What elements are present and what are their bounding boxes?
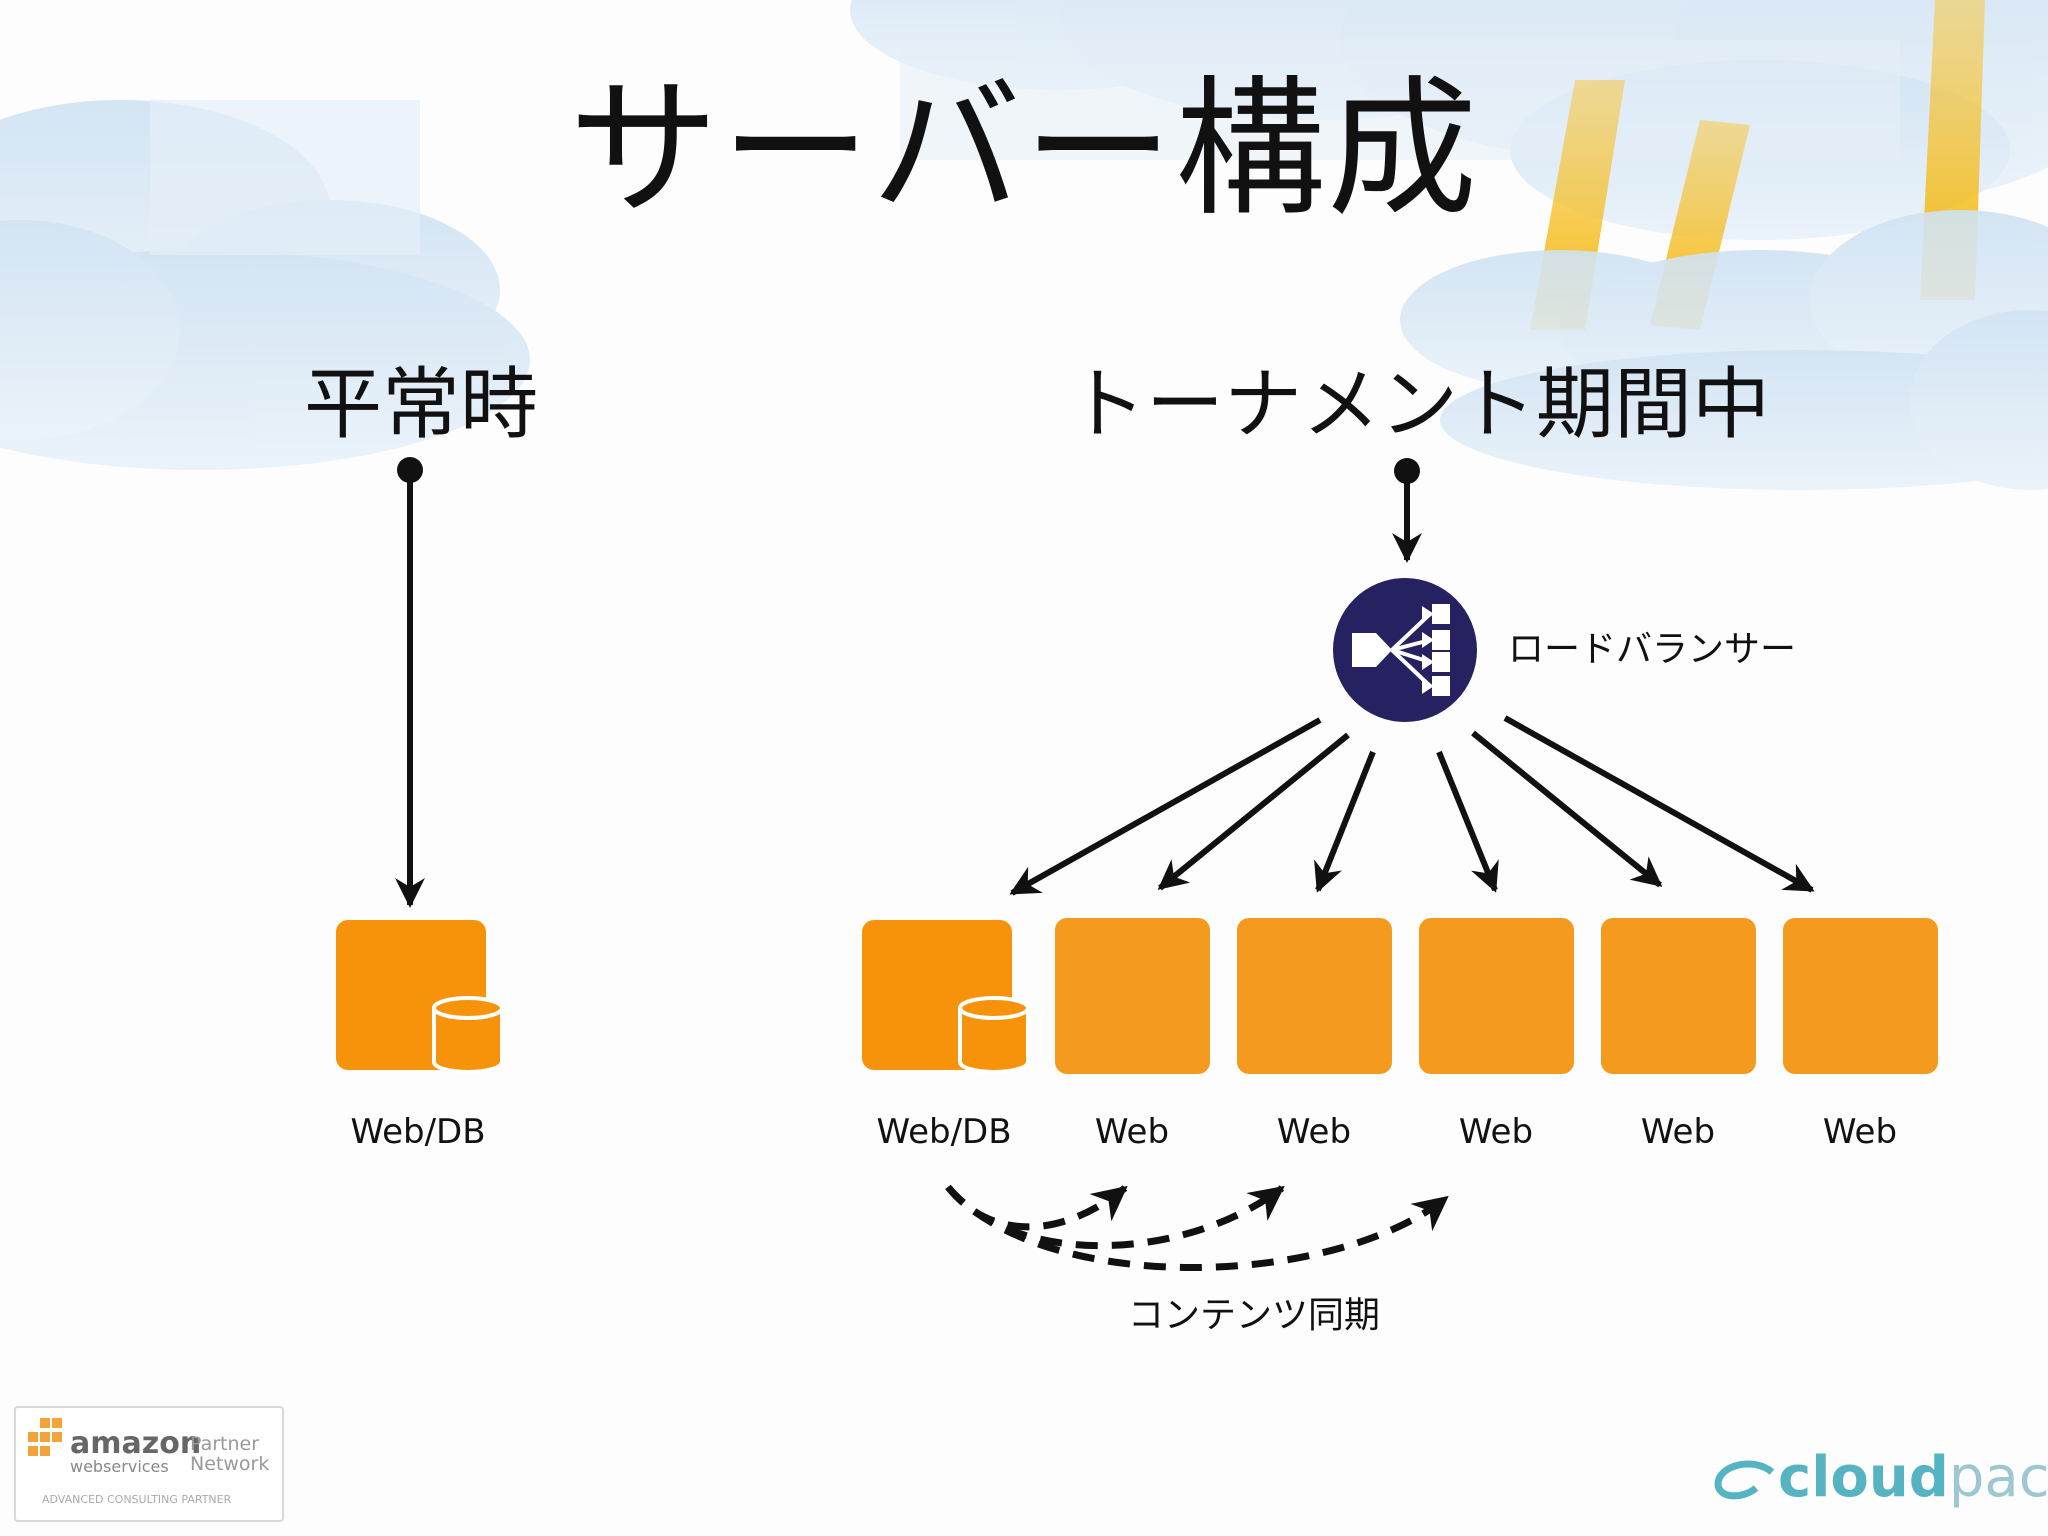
aws-partner-text: Partner Network bbox=[190, 1433, 270, 1475]
cloudpack-swirl-icon bbox=[1714, 1460, 1775, 1500]
web-server-5 bbox=[1783, 918, 1938, 1074]
content-sync-label: コンテンツ同期 bbox=[1128, 1295, 1381, 1336]
database-icon bbox=[958, 996, 1030, 1074]
load-balancer-label: ロードバランサー bbox=[1508, 629, 1797, 670]
server-label-web-1: Web bbox=[1094, 1112, 1170, 1152]
web-server-2 bbox=[1237, 918, 1392, 1074]
lb-arrow-6 bbox=[1503, 715, 1815, 893]
database-icon bbox=[432, 996, 504, 1074]
server-label-web-5: Web bbox=[1822, 1112, 1898, 1152]
lb-arrow-1 bbox=[1009, 717, 1322, 896]
server-label-web-4: Web bbox=[1640, 1112, 1716, 1152]
sync-arrow-3 bbox=[945, 1184, 1449, 1271]
aws-logo-sub: webservices bbox=[70, 1457, 169, 1476]
server-label-web-3: Web bbox=[1458, 1112, 1534, 1152]
lb-arrow-5 bbox=[1471, 730, 1663, 888]
page-title: サーバー構成 bbox=[568, 63, 1480, 237]
aws-advanced-text: ADVANCED CONSULTING PARTNER bbox=[42, 1493, 232, 1506]
web-server-3 bbox=[1419, 918, 1574, 1074]
lb-arrow-2 bbox=[1157, 732, 1350, 891]
web-server-4 bbox=[1601, 918, 1756, 1074]
lb-arrow-4 bbox=[1436, 750, 1499, 893]
normal-server-label: Web/DB bbox=[350, 1112, 486, 1152]
aws-cubes-icon bbox=[28, 1418, 62, 1456]
aws-logo-text: amazon bbox=[70, 1426, 202, 1461]
cloudpack-logo-light: pack bbox=[1948, 1445, 2048, 1510]
tournament-heading: トーナメント期間中 bbox=[1068, 360, 1771, 450]
server-label-webdb: Web/DB bbox=[876, 1112, 1012, 1152]
cloudpack-logo: cloudpack bbox=[1778, 1446, 2048, 1510]
sync-arrow-1 bbox=[945, 1184, 1128, 1231]
server-label-web-2: Web bbox=[1276, 1112, 1352, 1152]
lb-arrow-3 bbox=[1314, 750, 1376, 893]
normal-heading: 平常時 bbox=[304, 360, 539, 450]
cloudpack-logo-strong: cloud bbox=[1778, 1445, 1949, 1510]
load-balancer-icon bbox=[1333, 578, 1477, 722]
web-server-1 bbox=[1055, 918, 1210, 1074]
